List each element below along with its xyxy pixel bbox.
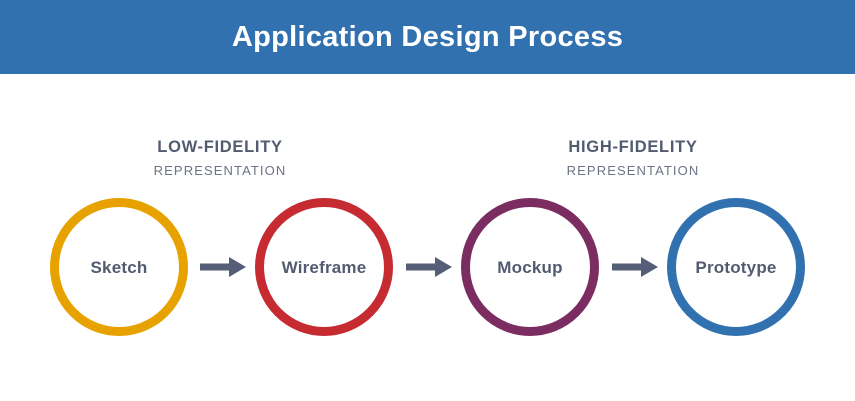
group-title: LOW-FIDELITY (157, 138, 283, 156)
process-step-sketch: Sketch (50, 198, 188, 336)
group-label-low-fidelity: LOW-FIDELITY REPRESENTATION (90, 138, 350, 178)
process-step-label: Prototype (695, 257, 777, 277)
page-title: Application Design Process (231, 20, 624, 53)
process-step-prototype: Prototype (667, 198, 805, 336)
process-flow-diagram: Sketch Wireframe Mockup Prototype (0, 198, 855, 338)
header-banner: Application Design Process (0, 0, 855, 74)
arrow-right-icon (200, 255, 246, 279)
process-step-label: Mockup (497, 257, 563, 277)
process-step-mockup: Mockup (461, 198, 599, 336)
process-step-label: Sketch (90, 257, 148, 277)
arrow-right-icon (612, 255, 658, 279)
group-title: HIGH-FIDELITY (568, 138, 698, 156)
arrow-right-icon (406, 255, 452, 279)
group-subtitle: REPRESENTATION (153, 163, 287, 179)
group-label-high-fidelity: HIGH-FIDELITY REPRESENTATION (503, 138, 763, 178)
group-subtitle: REPRESENTATION (566, 163, 700, 179)
process-step-wireframe: Wireframe (255, 198, 393, 336)
process-step-label: Wireframe (281, 257, 367, 277)
